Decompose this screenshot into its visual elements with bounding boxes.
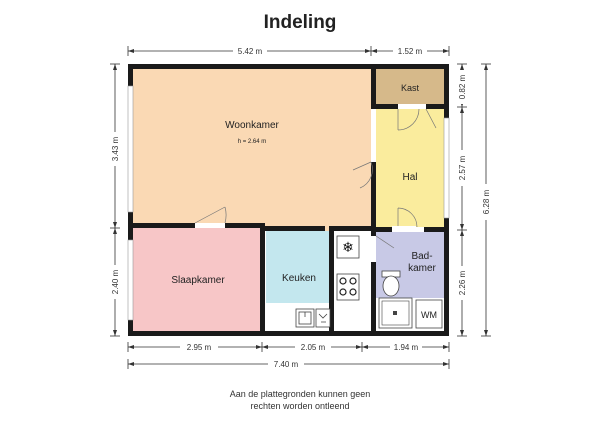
disclaimer: Aan de plattegronden kunnen geen rechten… bbox=[0, 388, 600, 412]
label-keuken: Keuken bbox=[282, 273, 316, 284]
label-woonkamer-height: h = 2.64 m bbox=[238, 139, 267, 145]
dim-top-right: 1.52 m bbox=[398, 47, 423, 56]
dim-bottom-1: 2.95 m bbox=[187, 343, 212, 352]
room-woonkamer bbox=[133, 69, 371, 223]
disclaimer-line-1: Aan de plattegronden kunnen geen bbox=[229, 389, 371, 399]
fridge-icon: ❄ bbox=[336, 235, 360, 259]
room-keuken bbox=[266, 231, 329, 303]
dimension-label-bgs bbox=[110, 46, 491, 369]
dim-right-total: 6.28 m bbox=[482, 189, 491, 214]
label-slaapkamer: Slaapkamer bbox=[171, 275, 225, 286]
dishwasher-icon bbox=[315, 308, 331, 328]
doors bbox=[194, 104, 437, 262]
dim-right-hal: 2.57 m bbox=[458, 155, 467, 180]
dimension-arrows bbox=[113, 49, 488, 366]
dim-bottom-total: 7.40 m bbox=[274, 360, 299, 369]
room-kast bbox=[376, 69, 444, 105]
dim-top-left: 5.42 m bbox=[238, 47, 263, 56]
disclaimer-line-2: rechten worden ontleend bbox=[250, 401, 350, 411]
svg-text:❄: ❄ bbox=[342, 240, 354, 256]
label-woonkamer: Woonkamer bbox=[225, 120, 279, 131]
label-kast: Kast bbox=[401, 83, 420, 93]
dim-left-lower: 2.40 m bbox=[111, 269, 120, 294]
dim-right-kast: 0.82 m bbox=[458, 74, 467, 99]
room-slaapkamer bbox=[133, 228, 260, 331]
room-hal bbox=[376, 109, 444, 227]
toilet-icon bbox=[381, 270, 401, 297]
windows bbox=[127, 85, 450, 321]
label-badkamer-line2: kamer bbox=[408, 263, 436, 274]
label-wm: WM bbox=[421, 310, 437, 320]
label-badkamer-line1: Bad- bbox=[411, 251, 432, 262]
dim-bottom-2: 2.05 m bbox=[301, 343, 326, 352]
shower-icon bbox=[378, 297, 413, 329]
dim-right-bad: 2.26 m bbox=[458, 270, 467, 295]
sink-icon bbox=[295, 308, 315, 328]
washing-machine-box bbox=[415, 299, 443, 329]
stove-icon bbox=[336, 273, 360, 301]
page-title: Indeling bbox=[263, 12, 337, 33]
label-hal: Hal bbox=[402, 172, 417, 183]
dim-left-upper: 3.43 m bbox=[111, 136, 120, 161]
dim-bottom-3: 1.94 m bbox=[394, 343, 419, 352]
